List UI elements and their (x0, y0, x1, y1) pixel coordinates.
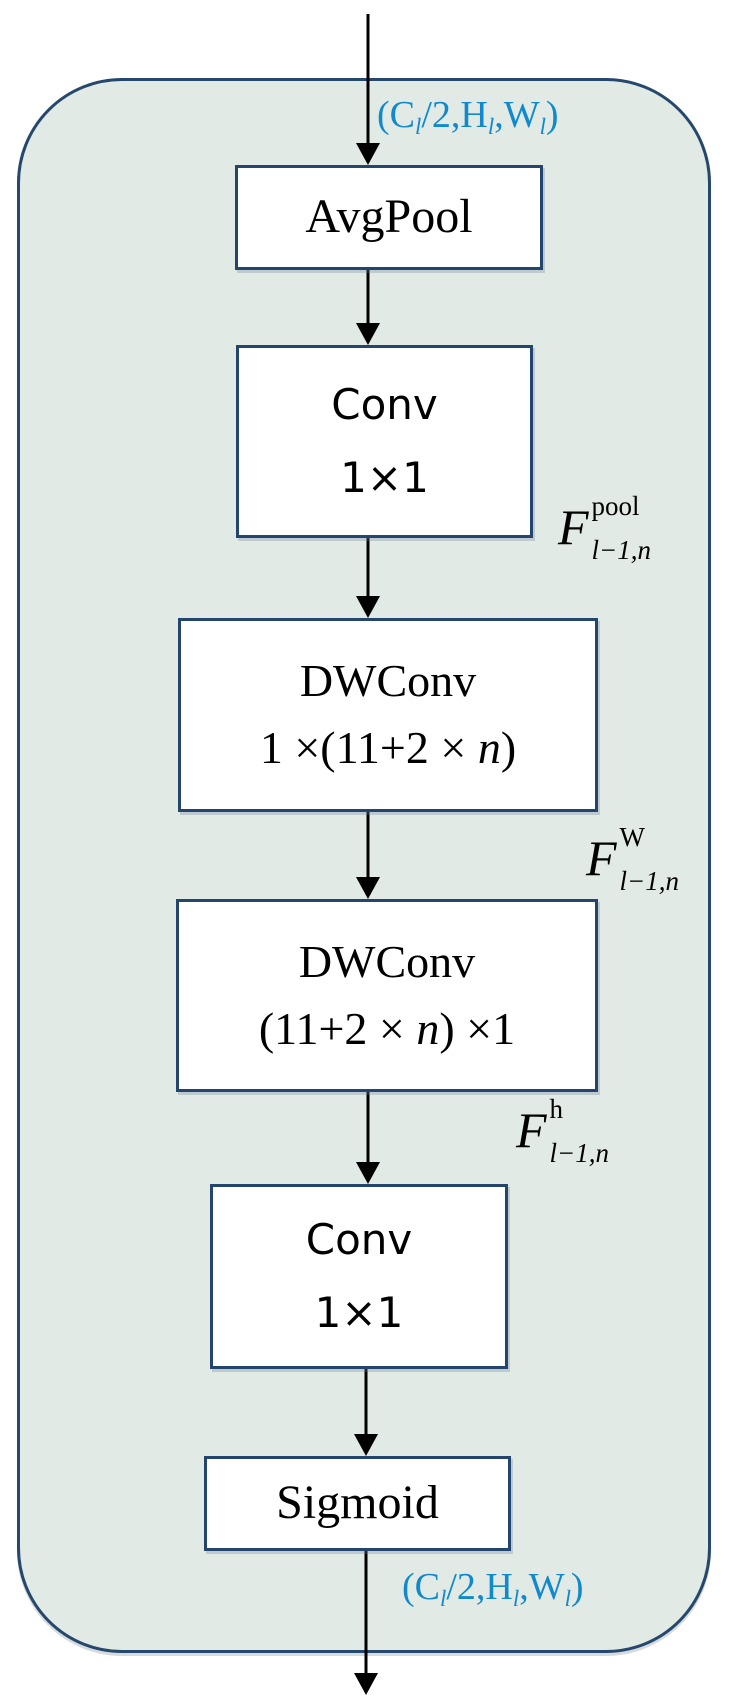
node-label-line2: 1×1 (340, 452, 429, 502)
node-label-line1: Conv (331, 380, 438, 430)
arrow-dwconv-w-to-dwconv-h (356, 812, 380, 899)
arrow-head-icon (356, 1162, 380, 1184)
label-f-h: F h l−1,n (516, 1096, 609, 1167)
node-dwconv-1xk: DWConv 1 ×(11+2 × n) (178, 618, 598, 812)
arrow-head-icon (356, 596, 380, 618)
node-sigmoid: Sigmoid (204, 1456, 511, 1551)
label-output-shape: (Cl/2,Hl,Wl) (402, 1566, 584, 1611)
node-label-line2: 1×1 (314, 1287, 404, 1337)
arrow-shaft (366, 812, 370, 879)
output-arrow (354, 1551, 378, 1695)
node-label-line2: (11+2 × n) ×1 (258, 1002, 516, 1054)
arrow-avgpool-to-conv (356, 270, 380, 345)
arrow-conv-to-dwconv-w (356, 538, 380, 618)
arrow-shaft (366, 538, 370, 598)
math-subscript: l−1,n (619, 866, 680, 896)
node-label-line2: 1 ×(11+2 × n) (259, 722, 517, 773)
node-conv-1x1-reduce: Conv 1×1 (236, 345, 533, 538)
math-scripts: W l−1,n (620, 824, 679, 895)
math-subscript: l−1,n (591, 535, 652, 565)
arrow-shaft (366, 14, 370, 145)
node-avgpool: AvgPool (235, 165, 543, 270)
arrow-head-icon (356, 143, 380, 165)
arrow-conv-to-sigmoid (354, 1369, 378, 1456)
label-f-pool: F pool l−1,n (558, 493, 651, 564)
math-base: F (558, 499, 589, 555)
arrow-shaft (366, 1092, 370, 1164)
node-label-line1: DWConv (299, 655, 477, 707)
label-input-shape: (Cl/2,Hl,Wl) (377, 94, 559, 139)
math-base: F (516, 1102, 547, 1158)
node-conv-1x1-expand: Conv 1×1 (210, 1184, 508, 1369)
arrow-dwconv-h-to-conv (356, 1092, 380, 1184)
node-label-line1: Conv (305, 1215, 413, 1265)
math-scripts: h l−1,n (550, 1096, 609, 1167)
arrow-head-icon (356, 323, 380, 345)
arrow-head-icon (354, 1434, 378, 1456)
math-subscript: l−1,n (549, 1138, 610, 1168)
math-base: F (586, 830, 617, 886)
math-scripts: pool l−1,n (592, 493, 651, 564)
math-superscript: pool (591, 491, 640, 521)
math-superscript: h (549, 1094, 564, 1124)
node-label: Sigmoid (276, 1476, 439, 1530)
node-dwconv-kx1: DWConv (11+2 × n) ×1 (176, 899, 598, 1092)
arrow-head-icon (354, 1673, 378, 1695)
math-superscript: W (619, 822, 646, 852)
arrow-shaft (364, 1369, 368, 1436)
arrow-head-icon (356, 877, 380, 899)
node-label-line1: DWConv (298, 935, 476, 987)
node-label: AvgPool (305, 190, 473, 244)
input-arrow (356, 14, 380, 165)
label-f-w: F W l−1,n (586, 824, 679, 895)
arrow-shaft (364, 1551, 368, 1675)
arrow-shaft (366, 270, 370, 325)
